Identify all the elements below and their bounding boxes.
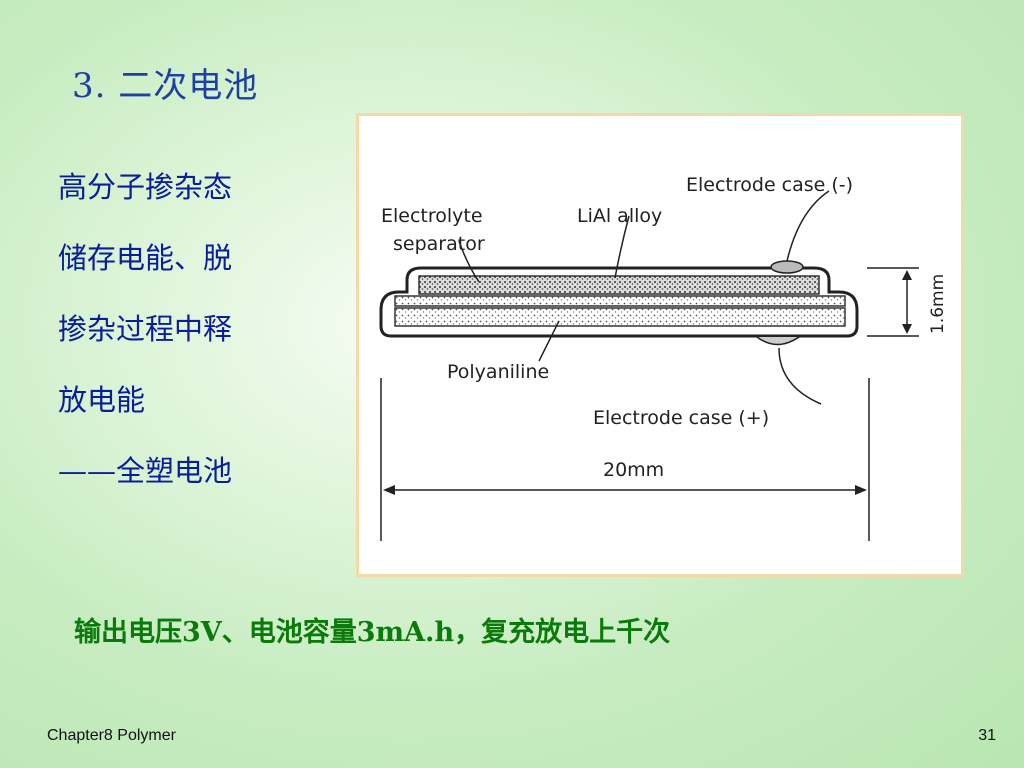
body-line: 掺杂过程中释 [58,312,233,346]
battery-diagram: Electrode case (-) Electrolyte separator… [379,174,948,541]
label-electrolyte: Electrolyte [381,205,483,227]
polyaniline-layer [394,307,846,327]
battery-specs-text: 输出电压3V、电池容量3mA.h，复充放电上千次 [74,617,671,648]
body-line: 放电能 [58,383,146,417]
body-line: 高分子掺杂态 [58,170,233,204]
label-separator: separator [393,233,485,255]
battery-diagram-frame: Electrode case (-) Electrolyte separator… [356,113,964,577]
body-text: 高分子掺杂态 储存电能、脱 掺杂过程中释 放电能 ——全塑电池 [58,152,343,507]
label-electrode-case-pos: Electrode case (+) [593,407,769,429]
slide-title: 3. 二次电池 [72,66,259,106]
label-electrode-case-neg: Electrode case (-) [686,174,853,196]
body-line: ——全塑电池 [58,454,233,488]
battery-case-outline [379,266,859,338]
footer-chapter: Chapter8 Polymer [47,727,176,744]
lial-alloy-layer [418,275,820,295]
body-line: 储存电能、脱 [58,241,233,275]
separator-layer [394,295,846,307]
label-polyaniline: Polyaniline [447,361,549,383]
positive-terminal [756,336,800,346]
label-height-dimension: 1.6mm [928,274,948,334]
negative-terminal [770,260,804,274]
footer-page-number: 31 [978,727,996,744]
label-width-dimension: 20mm [603,459,664,481]
label-lial-alloy: LiAl alloy [577,205,662,227]
